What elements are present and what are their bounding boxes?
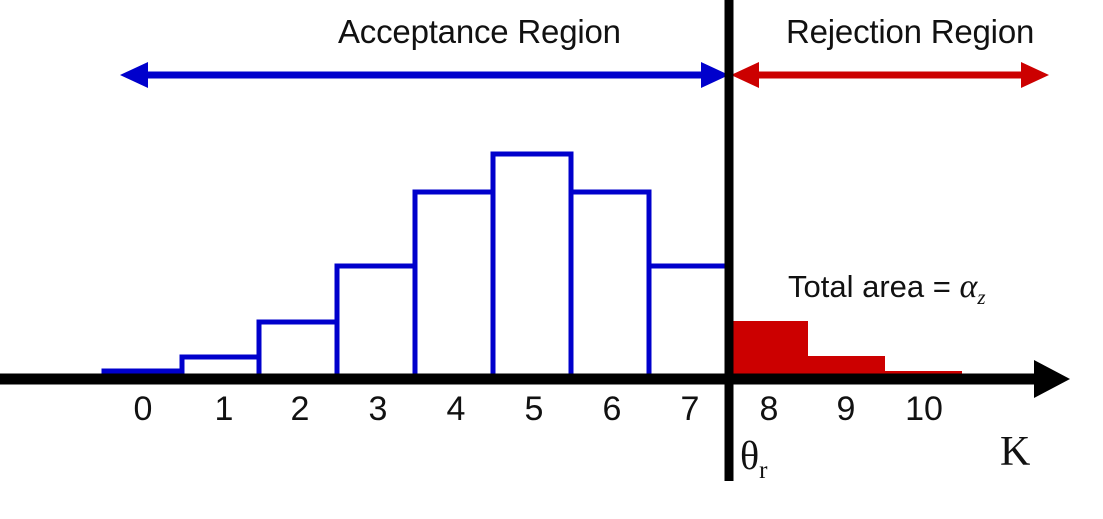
x-tick-label: 10 xyxy=(905,390,943,428)
theta-subscript: r xyxy=(759,457,768,484)
rejection-bars xyxy=(731,321,962,378)
x-tick-label: 9 xyxy=(836,390,856,428)
x-axis-name: K xyxy=(1000,429,1031,475)
rejection-region-label: Rejection Region xyxy=(786,13,1035,50)
total-area-text: Total area = xyxy=(788,269,960,304)
acceptance-region-label: Acceptance Region xyxy=(338,13,621,50)
bar-9 xyxy=(808,356,885,378)
x-tick-label: 3 xyxy=(368,390,388,428)
alpha-subscript: z xyxy=(977,285,986,310)
x-axis xyxy=(0,360,1070,398)
x-tick-label: 0 xyxy=(133,390,153,428)
acceptance-bars xyxy=(101,151,729,378)
alpha-symbol: α xyxy=(959,268,978,305)
x-tick-label: 8 xyxy=(759,390,779,428)
total-area-annotation: Total area = αz xyxy=(788,268,986,310)
bar-8 xyxy=(731,321,808,378)
x-tick-label: 2 xyxy=(290,390,310,428)
threshold-label: θr xyxy=(740,432,768,485)
acceptance-region-arrow xyxy=(120,62,729,88)
x-tick-label: 7 xyxy=(680,390,700,428)
x-tick-label: 5 xyxy=(524,390,544,428)
x-tick-label: 1 xyxy=(214,390,234,428)
rejection-region-arrow xyxy=(731,62,1049,88)
x-tick-label: 4 xyxy=(446,390,466,428)
x-tick-label: 6 xyxy=(602,390,622,428)
theta-symbol: θ xyxy=(740,433,760,478)
